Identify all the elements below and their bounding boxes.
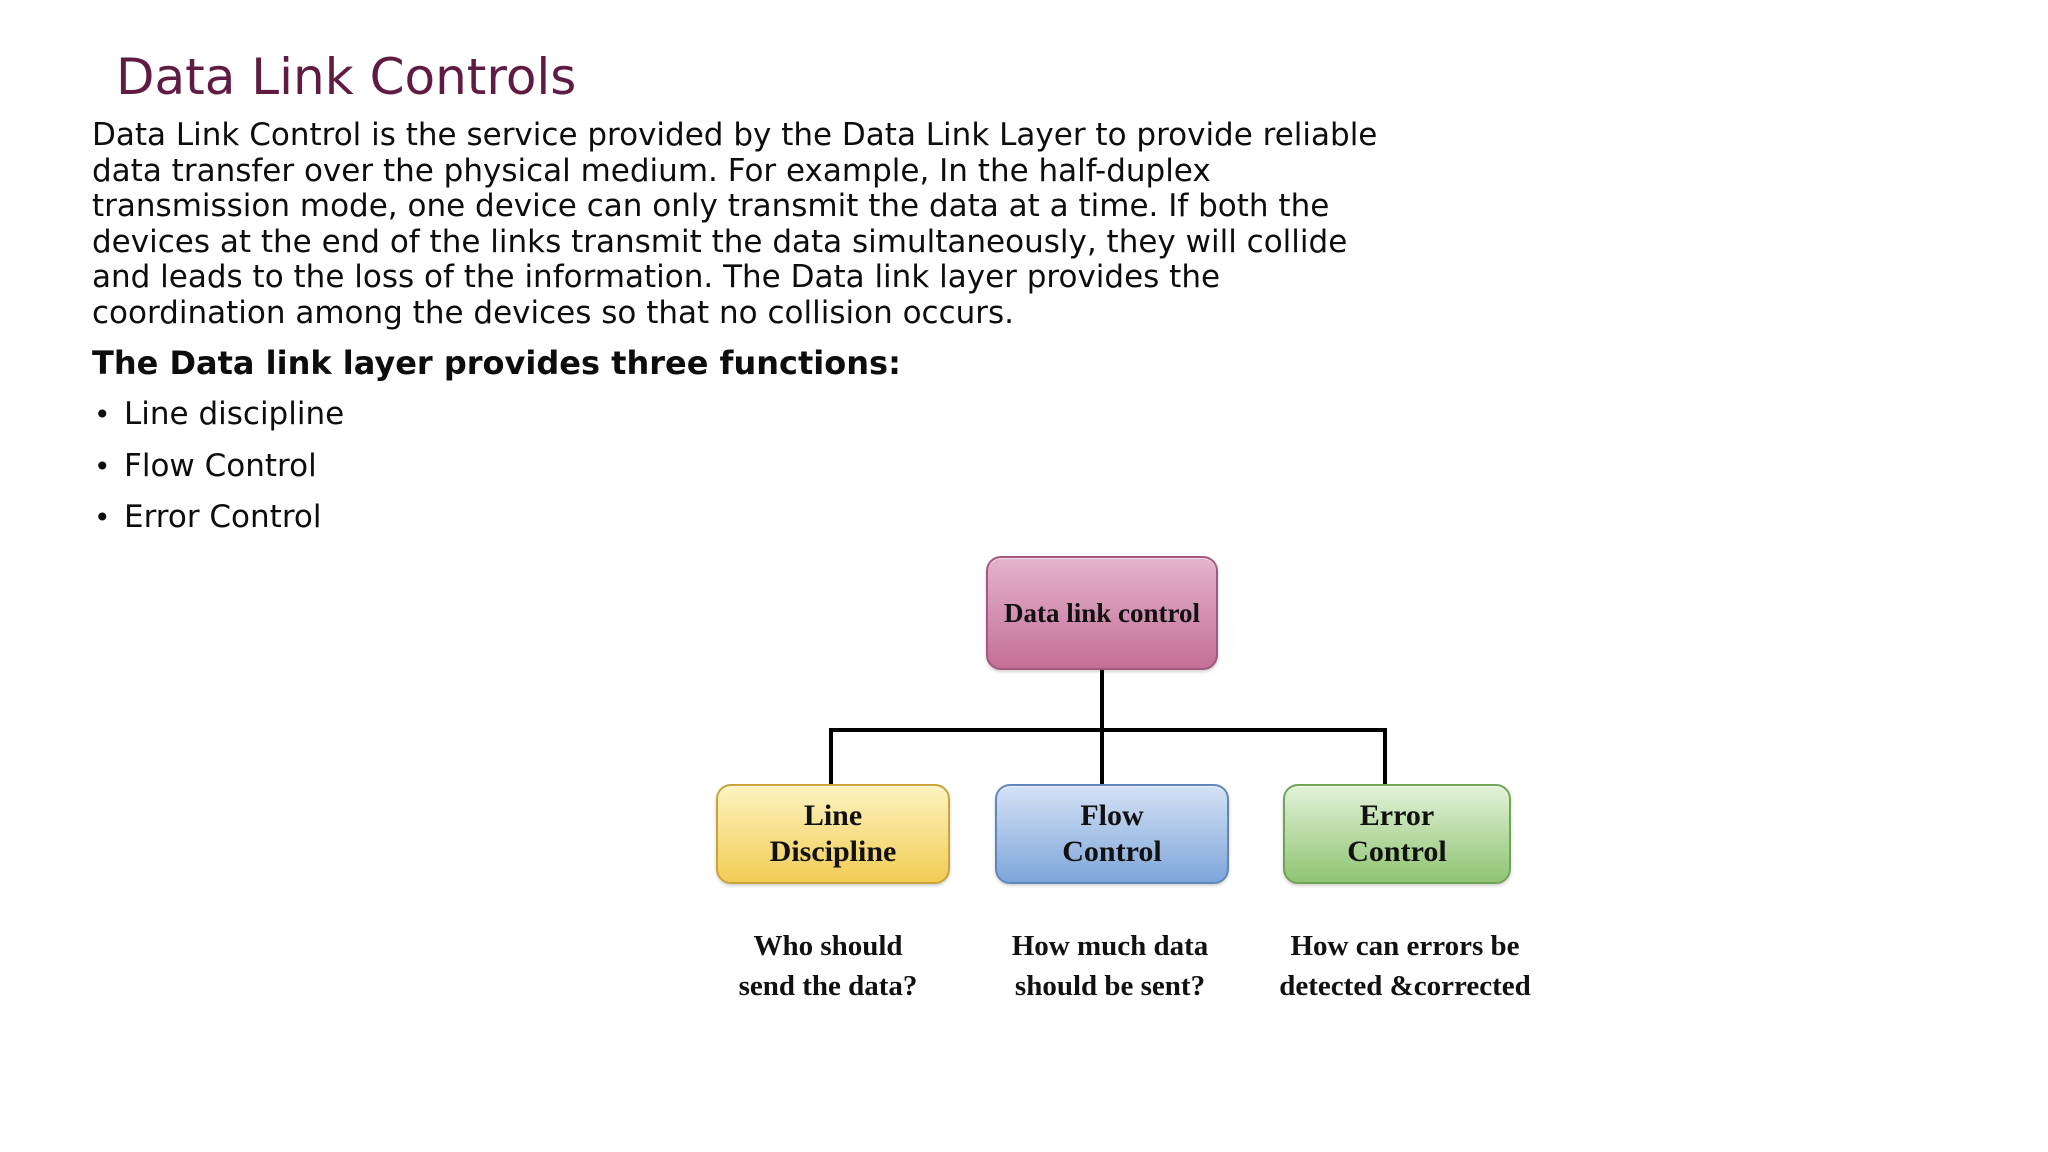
box-label-line: Error — [1359, 799, 1435, 832]
page-title: Data Link Controls — [116, 48, 577, 106]
bullet-list: • Line discipline • Flow Control • Error… — [94, 396, 344, 551]
box-line-discipline: Line Discipline — [716, 784, 950, 884]
caption-line: How can errors be — [1290, 930, 1520, 962]
bullet-item: • Line discipline — [94, 396, 344, 448]
connector-drop-right — [1383, 730, 1387, 784]
intro-line: transmission mode, one device can only t… — [92, 188, 1330, 224]
box-label-line: Control — [1062, 835, 1162, 868]
connector-drop-mid — [1100, 730, 1104, 784]
caption-line: detected &corrected — [1279, 970, 1531, 1002]
intro-line: data transfer over the physical medium. … — [92, 152, 1211, 189]
root-box-data-link-control: Data link control — [986, 556, 1218, 670]
functions-heading: The Data link layer provides three funct… — [92, 344, 901, 382]
caption-line: Who should — [753, 930, 903, 962]
bullet-label: Flow Control — [124, 447, 317, 484]
bullet-icon: • — [94, 501, 111, 534]
bullet-item: • Flow Control — [94, 448, 344, 500]
intro-line: devices at the end of the links transmit… — [92, 223, 1348, 260]
caption-line: How much data — [1011, 930, 1209, 962]
box-flow-control: Flow Control — [995, 784, 1229, 884]
bullet-icon: • — [94, 449, 111, 483]
connector-stem — [1100, 670, 1104, 730]
caption-line-discipline: Who should send the data? — [683, 926, 973, 1006]
intro-line: Data Link Control is the service provide… — [92, 117, 1378, 153]
bullet-label: Error Control — [124, 499, 322, 535]
bullet-label: Line discipline — [124, 396, 345, 432]
intro-line: and leads to the loss of the information… — [92, 259, 1221, 295]
root-box-label: Data link control — [1003, 597, 1200, 628]
box-label-line: Discipline — [769, 835, 897, 868]
connector-drop-left — [829, 730, 833, 784]
caption-error-control: How can errors be detected &corrected — [1247, 926, 1563, 1006]
caption-line: send the data? — [738, 970, 918, 1002]
bullet-icon: • — [94, 398, 111, 431]
caption-line: should be sent? — [1014, 970, 1206, 1002]
bullet-item: • Error Control — [94, 499, 344, 551]
box-label-line: Control — [1347, 835, 1447, 868]
box-label-line: Flow — [1080, 799, 1144, 832]
box-error-control: Error Control — [1283, 784, 1511, 884]
intro-paragraph: Data Link Control is the service provide… — [92, 117, 1378, 331]
intro-line: coordination among the devices so that n… — [92, 294, 1015, 331]
box-label-line: Line — [803, 799, 863, 832]
connector-horizontal — [829, 728, 1387, 732]
caption-flow-control: How much data should be sent? — [958, 926, 1262, 1006]
